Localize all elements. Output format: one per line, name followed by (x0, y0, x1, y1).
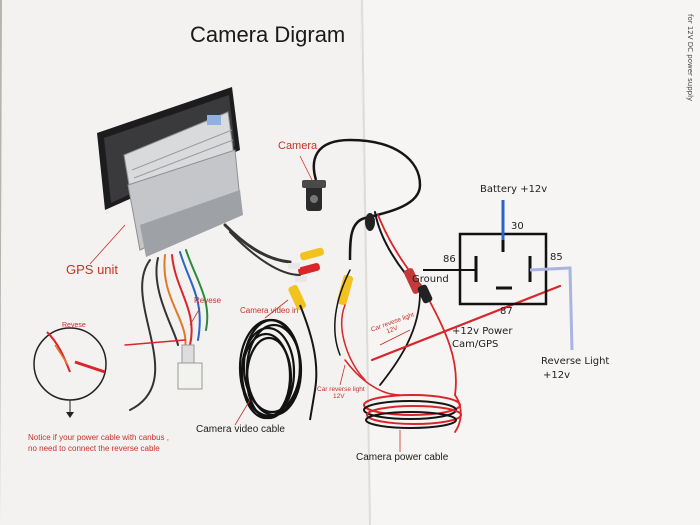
car-reverse-light-label-2: Car reverse light 12V (317, 386, 365, 400)
notice-line-1: Notice if your power cable with canbus , (28, 433, 169, 442)
car-reverse-light-volt-2: 12V (333, 393, 345, 400)
power-cable (334, 211, 562, 433)
pointer-lines (89, 155, 411, 452)
car-reverse-light-text-2: Car reverse light (317, 386, 365, 393)
gps-unit-device (97, 87, 243, 257)
pin-86-label: 86 (443, 254, 456, 265)
paper-left (0, 0, 370, 525)
reverse-label: Revese (194, 296, 222, 305)
ground-label: Ground (412, 274, 449, 285)
reverse-inset-label: Revese (62, 322, 86, 329)
pin-85-label: 85 (550, 252, 563, 263)
camera-video-in-label: Camera video in (240, 306, 299, 315)
camera-label: Camera (278, 140, 318, 152)
power-line-1: +12v Power (452, 326, 513, 337)
pin-87-label: 87 (500, 306, 513, 317)
reverse-light-wire (529, 266, 574, 351)
battery-label: Battery +12v (480, 184, 548, 195)
camera-device (302, 180, 326, 211)
notice-text: Notice if your power cable with canbus ,… (28, 432, 169, 454)
camera-main-cable (312, 138, 422, 261)
diagram-title: Camera Digram (190, 22, 346, 47)
reverse-light-label: Reverse Light +12v (541, 355, 609, 383)
reverse-light-line-1: Reverse Light (541, 356, 610, 367)
reverse-inset (33, 327, 107, 418)
harness-connector (177, 362, 203, 390)
notice-line-2: no need to connect the reverse cable (28, 444, 160, 453)
harness-wires (124, 223, 301, 411)
inline-fuse (365, 213, 433, 304)
reverse-light-line-2: +12v (543, 370, 571, 381)
relay-diagram (423, 200, 574, 351)
power-line-2: Cam/GPS (452, 339, 499, 350)
power-label: +12v Power Cam/GPS (452, 325, 512, 351)
video-cable-coil (238, 318, 303, 420)
edge-note: for 12V DC power supply (686, 14, 694, 102)
rca-plugs (288, 247, 354, 310)
gps-unit-label: GPS unit (66, 262, 119, 277)
camera-video-cable-label: Camera video cable (196, 424, 285, 435)
pin-30-label: 30 (511, 221, 524, 232)
camera-power-cable-label: Camera power cable (356, 452, 449, 463)
